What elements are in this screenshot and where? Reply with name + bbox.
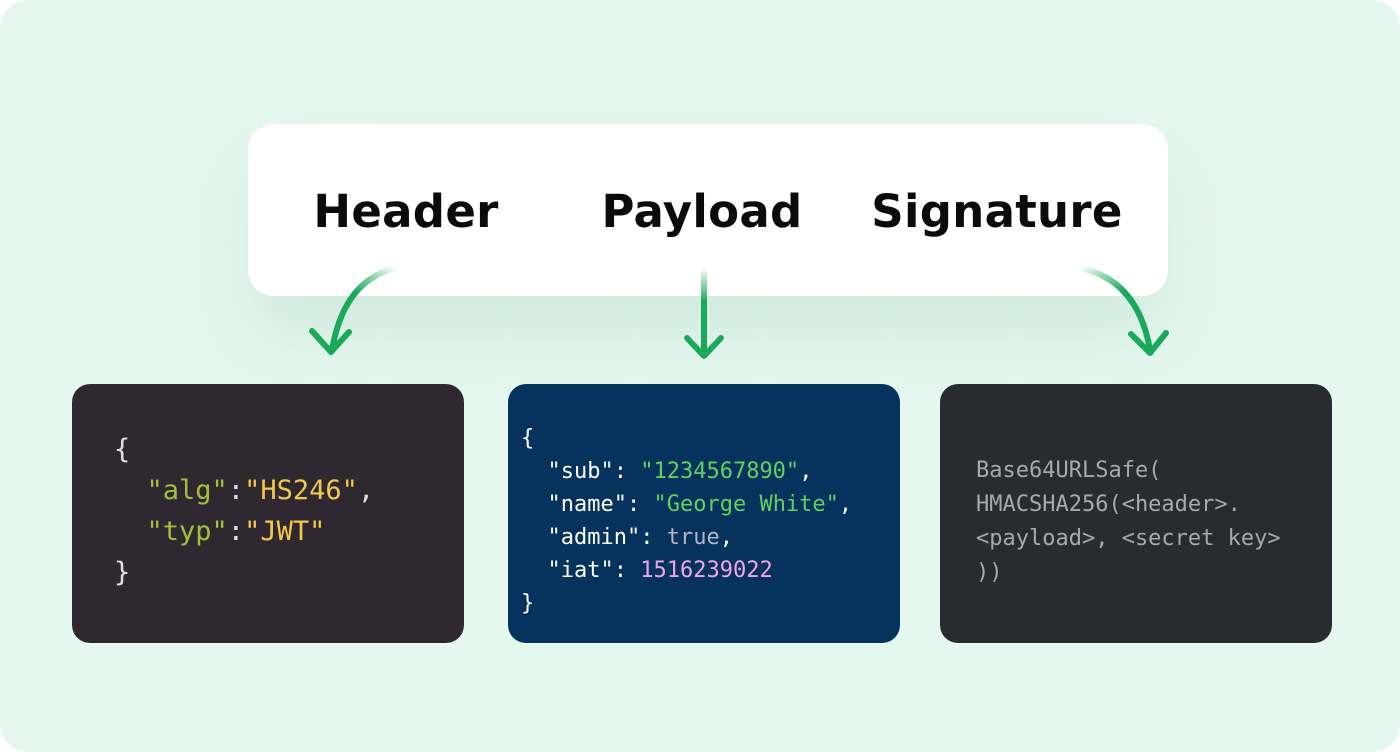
code-line: Base64URLSafe(: [976, 458, 1162, 483]
payload-label: Payload: [601, 185, 803, 238]
payload-arrow: [684, 265, 724, 359]
code-value: "1234567890": [640, 459, 800, 484]
signature-label: Signature: [871, 185, 1123, 238]
code-value: true: [666, 525, 720, 550]
code-value: "HS246": [244, 475, 358, 506]
code-value: "George White": [653, 492, 839, 517]
code-line: HMACSHA256(<header>.: [976, 492, 1241, 517]
signature-code-card: Base64URLSafe( HMACSHA256(<header>. <pay…: [940, 384, 1332, 643]
header-arrow: [309, 265, 399, 355]
payload-code-card: { "sub": "1234567890", "name": "George W…: [508, 384, 900, 643]
code-brace: {: [521, 426, 535, 451]
code-key: "typ": [146, 516, 228, 547]
header-label: Header: [313, 185, 499, 238]
code-line: )): [976, 560, 1003, 585]
code-key: "admin": [547, 525, 641, 550]
code-value: "JWT": [244, 516, 326, 547]
code-key: "alg": [146, 475, 228, 506]
code-brace: }: [114, 557, 131, 588]
code-value: 1516239022: [640, 558, 773, 583]
code-line: <payload>, <secret key>: [976, 526, 1281, 551]
code-key: "name": [547, 492, 627, 517]
signature-arrow: [1077, 265, 1169, 356]
section-labels-panel: [248, 124, 1168, 296]
code-brace: {: [114, 434, 131, 465]
code-brace: }: [521, 591, 535, 616]
code-key: "sub": [547, 459, 614, 484]
header-code-card: { "alg":"HS246", "typ":"JWT" }: [72, 384, 464, 643]
code-key: "iat": [547, 558, 614, 583]
